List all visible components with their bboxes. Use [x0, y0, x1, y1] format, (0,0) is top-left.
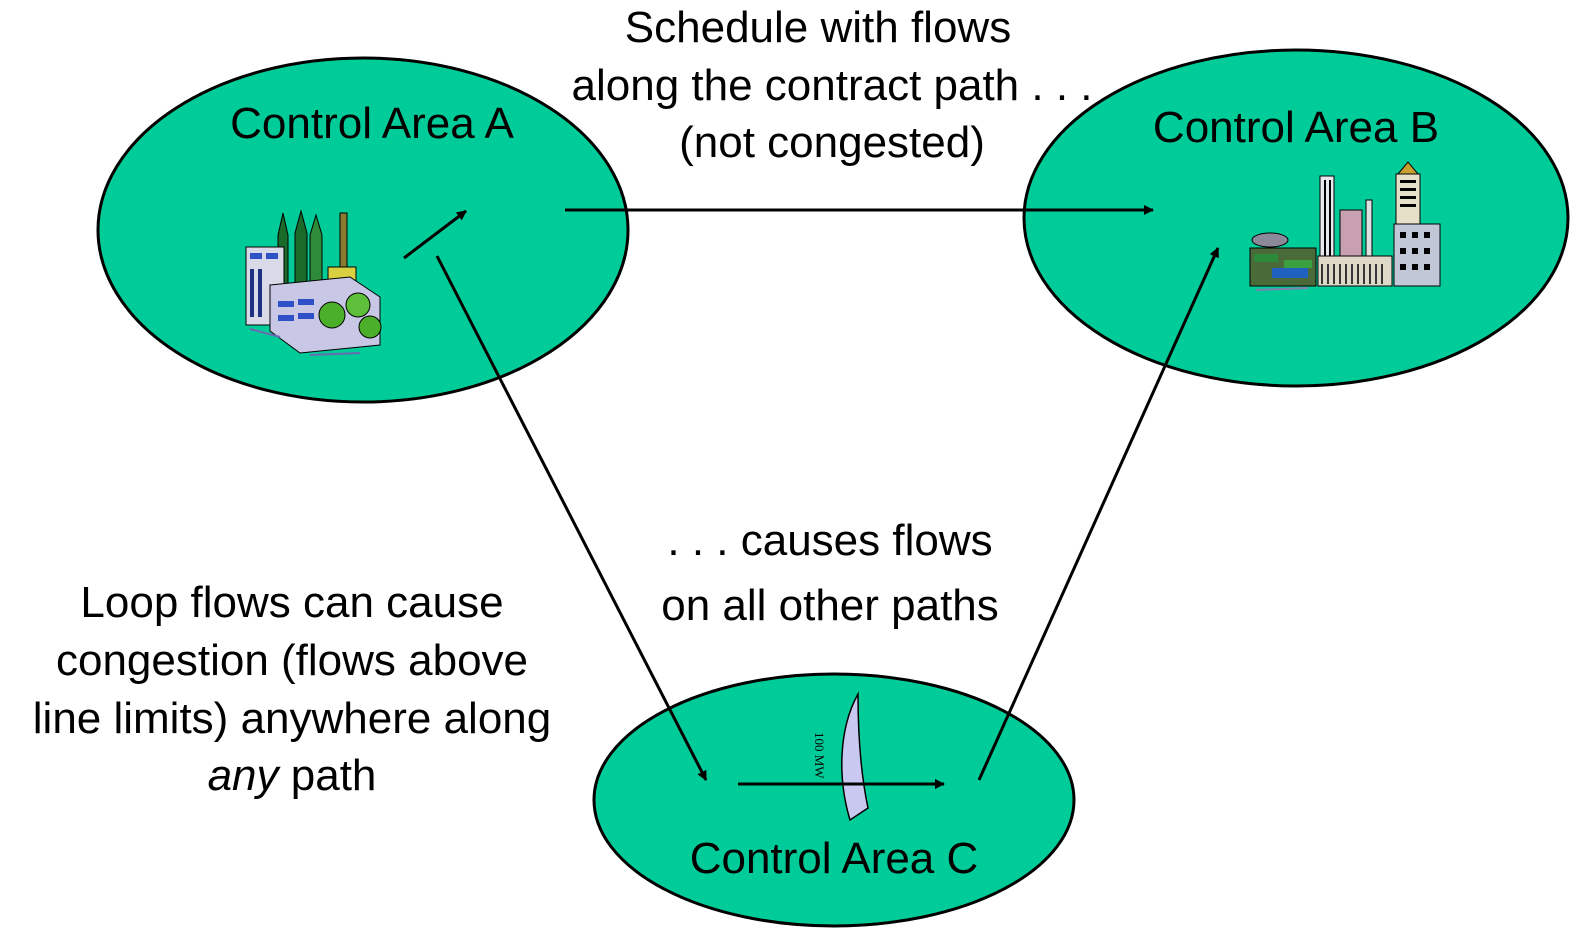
other-paths-note: . . . causes flows on all other paths: [661, 516, 999, 630]
city-skyline-icon: [1249, 161, 1441, 291]
control-area-a: Control Area A: [96, 56, 630, 404]
limit-value-label: 100 MW: [812, 732, 827, 779]
contract-note-line-2: along the contract path . . .: [572, 61, 1093, 110]
other-paths-line-2: on all other paths: [661, 581, 999, 630]
contract-note-line-3: (not congested): [679, 118, 985, 167]
loop-path-arrow-c-to-b: [977, 247, 1220, 781]
control-area-b-ellipse: [1022, 48, 1570, 388]
line-limit-icon: 100 MW: [812, 691, 869, 822]
loop-note-line-3: line limits) anywhere along: [33, 694, 551, 743]
loop-flow-note: Loop flows can cause congestion (flows a…: [33, 578, 551, 800]
other-paths-line-1: . . . causes flows: [667, 516, 992, 565]
source-arrow-a: [403, 209, 467, 260]
control-area-c-label: Control Area C: [690, 834, 979, 883]
control-area-a-ellipse: [96, 56, 630, 404]
contract-note-line-1: Schedule with flows: [625, 3, 1011, 52]
loop-note-line-4: any path: [208, 751, 377, 800]
loop-note-line-1: Loop flows can cause: [80, 578, 503, 627]
control-area-a-label: Control Area A: [230, 99, 514, 148]
contract-path-note: Schedule with flows along the contract p…: [572, 3, 1093, 167]
factory-icon: [245, 209, 382, 356]
loop-note-any: any: [208, 751, 282, 800]
loop-note-path: path: [279, 751, 377, 800]
control-area-c: Control Area C: [592, 672, 1076, 928]
loop-path-arrow-a-to-c: [435, 255, 708, 781]
loop-note-line-2: congestion (flows above: [56, 636, 528, 685]
limit-shape: [841, 691, 869, 822]
control-area-c-ellipse: [592, 672, 1076, 928]
control-area-b-label: Control Area B: [1153, 103, 1439, 152]
control-area-b: Control Area B: [1022, 48, 1570, 388]
